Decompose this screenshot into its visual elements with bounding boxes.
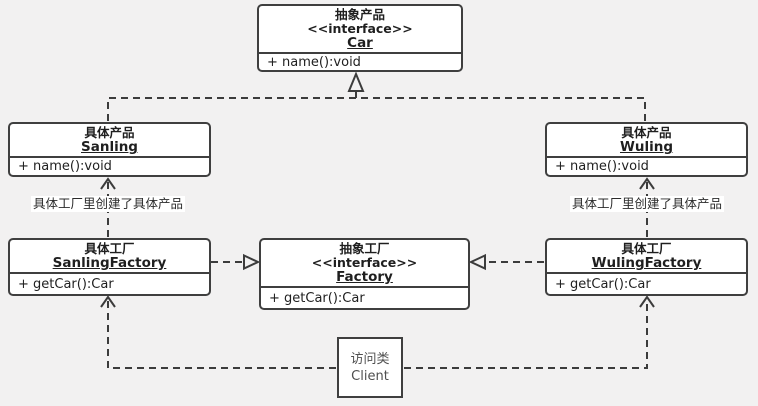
edge-products-realize-car[interactable] — [107, 71, 646, 121]
class-title-wuling: 具体产品 Wuling — [547, 124, 746, 156]
class-stereotype: 访问类 — [350, 352, 390, 367]
class-name: Wuling — [619, 139, 674, 155]
class-method: + getCar():Car — [261, 286, 468, 308]
class-title-sanling-factory: 具体工厂 SanlingFactory — [10, 240, 209, 272]
class-name: Factory — [336, 269, 393, 285]
class-stereotype: 具体产品 — [84, 125, 135, 140]
open-arrow-icon — [639, 177, 655, 190]
class-title-factory: 抽象工厂 <<interface>> Factory — [261, 240, 468, 286]
class-method: + name():void — [10, 156, 209, 175]
edge-sanlingfactory-realizes-factory[interactable] — [211, 253, 261, 271]
class-box-sanling-factory[interactable]: 具体工厂 SanlingFactory + getCar():Car — [8, 238, 211, 296]
class-name: Client — [351, 369, 389, 384]
class-box-client[interactable]: 访问类 Client — [337, 337, 403, 398]
class-method: + name():void — [547, 156, 746, 175]
class-method: + getCar():Car — [10, 272, 209, 294]
hollow-triangle-arrow-icon — [347, 71, 365, 92]
class-name: WulingFactory — [591, 255, 702, 271]
class-stereotype: 抽象工厂 — [339, 241, 390, 256]
hollow-triangle-arrow-icon — [468, 253, 486, 271]
class-stereotype: 具体工厂 — [621, 241, 672, 256]
class-stereotype: 具体工厂 — [84, 241, 135, 256]
open-arrow-icon — [100, 295, 116, 308]
hollow-triangle-arrow-icon — [243, 253, 261, 271]
interface-label: <<interface>> — [311, 255, 418, 270]
class-stereotype: 具体产品 — [621, 125, 672, 140]
class-box-wuling-factory[interactable]: 具体工厂 WulingFactory + getCar():Car — [545, 238, 748, 296]
class-method: + getCar():Car — [547, 272, 746, 294]
annotation-right[interactable]: 具体工厂里创建了具体产品 — [570, 196, 725, 212]
class-name: Car — [347, 35, 373, 51]
edge-wulingfactory-realizes-factory[interactable] — [468, 253, 544, 271]
class-title-client: 访问类 Client — [339, 349, 401, 386]
class-name: Sanling — [81, 139, 138, 155]
class-title-wuling-factory: 具体工厂 WulingFactory — [547, 240, 746, 272]
class-method: + name():void — [259, 52, 461, 70]
class-title-car: 抽象产品 <<interface>> Car — [259, 6, 461, 52]
class-box-car[interactable]: 抽象产品 <<interface>> Car + name():void — [257, 4, 463, 72]
class-stereotype: 抽象产品 — [334, 7, 385, 22]
class-box-factory[interactable]: 抽象工厂 <<interface>> Factory + getCar():Ca… — [259, 238, 470, 310]
class-title-sanling: 具体产品 Sanling — [10, 124, 209, 156]
open-arrow-icon — [100, 177, 116, 190]
interface-label: <<interface>> — [307, 21, 413, 36]
class-box-wuling[interactable]: 具体产品 Wuling + name():void — [545, 122, 748, 177]
edge-client-uses-wulingfactory[interactable] — [404, 295, 655, 369]
annotation-left[interactable]: 具体工厂里创建了具体产品 — [31, 196, 186, 212]
class-box-sanling[interactable]: 具体产品 Sanling + name():void — [8, 122, 211, 177]
class-name: SanlingFactory — [52, 255, 167, 271]
open-arrow-icon — [639, 295, 655, 308]
edge-client-uses-sanlingfactory[interactable] — [100, 295, 336, 369]
